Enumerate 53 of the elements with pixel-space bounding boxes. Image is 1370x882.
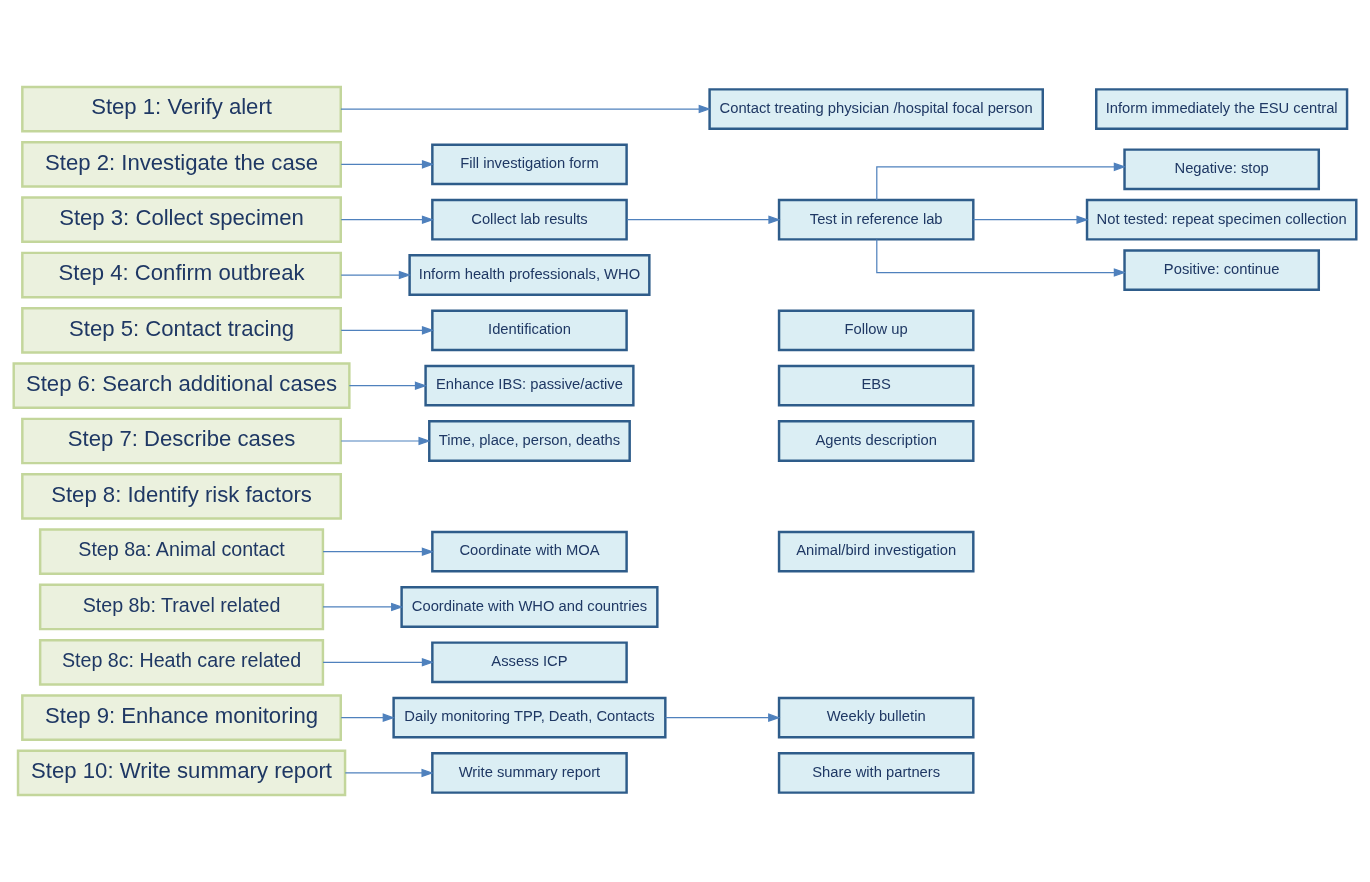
node-box: Coordinate with WHO and countries <box>400 586 659 628</box>
node-box: Contact treating physician /hospital focal person <box>708 88 1044 130</box>
arrow <box>876 162 1127 201</box>
node-box: Agents description <box>777 420 975 462</box>
node-box: Step 8c: Heath care related <box>38 638 325 686</box>
node-box: Follow up <box>777 309 975 352</box>
node-box: Inform immediately the ESU central <box>1095 88 1349 130</box>
node-box: Not tested: repeat specimen collection <box>1085 198 1358 241</box>
node-box: Identification <box>431 309 628 352</box>
node-box: Write summary report <box>431 752 628 794</box>
arrow <box>322 658 435 667</box>
node-box: Step 10: Write summary report <box>16 749 347 797</box>
arrow <box>340 160 435 169</box>
node-box: Step 2: Investigate the case <box>21 141 342 188</box>
arrow <box>972 215 1089 224</box>
node-box: Weekly bulletin <box>777 696 975 739</box>
node-box: Step 9: Enhance monitoring <box>21 694 342 741</box>
node-box: Step 5: Contact tracing <box>21 307 342 354</box>
node-box: Test in reference lab <box>777 198 975 241</box>
node-box: Step 1: Verify alert <box>21 85 342 133</box>
node-box: EBS <box>777 364 975 407</box>
node-box: Assess ICP <box>431 641 628 684</box>
arrow <box>322 602 404 612</box>
node-box: Share with partners <box>777 752 975 794</box>
arrow <box>340 104 711 114</box>
arrow <box>340 326 435 335</box>
node-box: Time, place, person, deaths <box>428 420 631 462</box>
node-box: Coordinate with MOA <box>431 530 628 573</box>
node-box: Step 4: Confirm outbreak <box>21 251 342 299</box>
arrow <box>344 768 434 778</box>
node-box: Negative: stop <box>1123 148 1320 191</box>
arrow <box>664 713 781 722</box>
node-box: Step 8a: Animal contact <box>38 528 325 575</box>
arrow <box>322 547 435 556</box>
arrow <box>876 238 1127 277</box>
arrow <box>626 215 781 224</box>
node-box: Step 3: Collect specimen <box>21 196 342 244</box>
node-box: Step 8b: Travel related <box>38 583 325 631</box>
arrow <box>340 436 431 446</box>
arrow <box>348 381 428 390</box>
node-box: Step 7: Describe cases <box>21 417 342 465</box>
node-box: Fill investigation form <box>431 143 628 186</box>
node-box: Enhance IBS: passive/active <box>424 364 635 407</box>
arrow <box>340 215 435 224</box>
arrow <box>340 713 395 722</box>
node-box: Daily monitoring TPP, Death, Contacts <box>392 696 667 739</box>
node-box: Positive: continue <box>1123 249 1320 291</box>
node-box: Animal/bird investigation <box>777 530 975 573</box>
node-box: Step 6: Search additional cases <box>12 362 351 410</box>
node-box: Collect lab results <box>431 198 628 241</box>
arrow <box>340 270 412 280</box>
node-box: Step 8: Identify risk factors <box>21 472 342 520</box>
node-box: Inform health professionals, WHO <box>408 254 651 296</box>
